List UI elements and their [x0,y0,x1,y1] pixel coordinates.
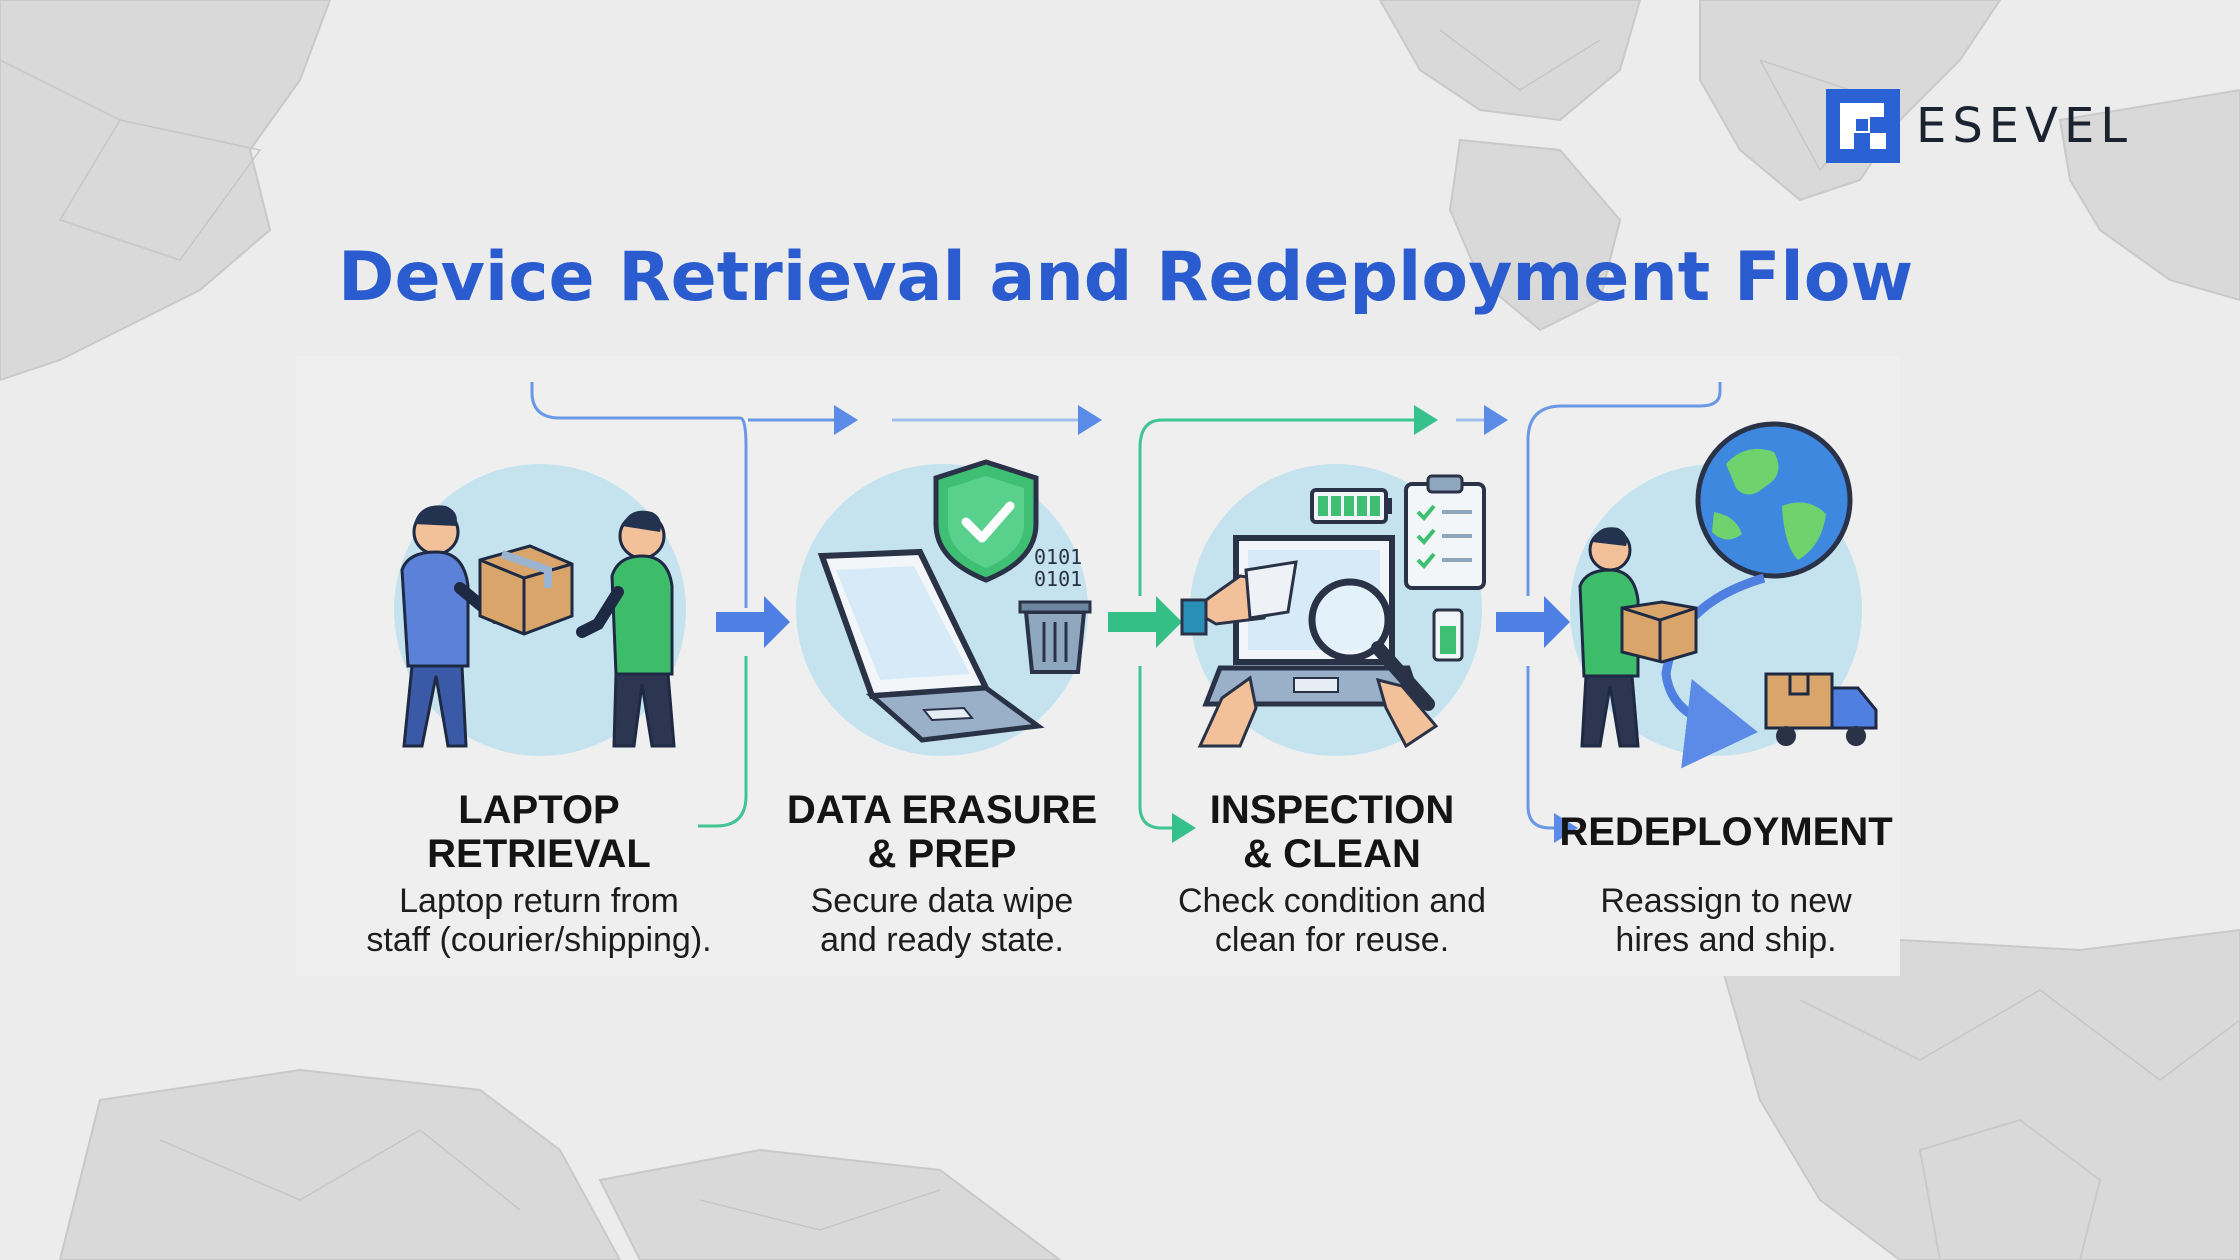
laptop-shield-icon: 0101 0101 [796,459,1092,756]
globe-delivery-icon [1570,421,1878,769]
brand-logo[interactable]: ESEVEL [1826,88,2133,164]
step-arrow-3 [1496,596,1570,648]
step-2-title: DATA ERASURE & PREP [786,788,1098,876]
step-arrow-1 [716,596,790,648]
laptop-inspection-icon [1180,464,1486,756]
connector-line-2b [1138,666,1196,843]
binary-text-1: 0101 [1034,545,1082,569]
step-1-title: LAPTOP RETRIEVAL [427,788,651,876]
connector-line-3 [1526,382,1722,596]
connector-line-1b [698,656,748,828]
step-arrow-2 [1108,596,1182,648]
flow-diagram: 0101 0101 [394,382,1878,843]
step-1-description: Laptop return from staff (courier/shippi… [366,882,712,959]
connector-line-2 [1138,418,1230,596]
step-2-description: Secure data wipe and ready state. [810,882,1074,959]
connector-line-1 [530,382,748,608]
step-3-title: INSPECTION & CLEAN [1209,788,1455,876]
brand-name: ESEVEL [1916,98,2134,154]
step-4-title: REDEPLOYMENT [1559,810,1893,854]
step-4-description: Reassign to new hires and ship. [1600,882,1852,959]
square-bracket-logo-icon [1826,89,1900,163]
flow-panel: 0101 0101 [296,356,1900,976]
binary-text-2: 0101 [1034,567,1082,591]
page-title: Device Retrieval and Redeployment Flow [338,238,1914,317]
step-3-description: Check condition and clean for reuse. [1177,882,1487,959]
box-handover-icon [394,464,686,756]
connector-line-3b [1526,666,1578,843]
